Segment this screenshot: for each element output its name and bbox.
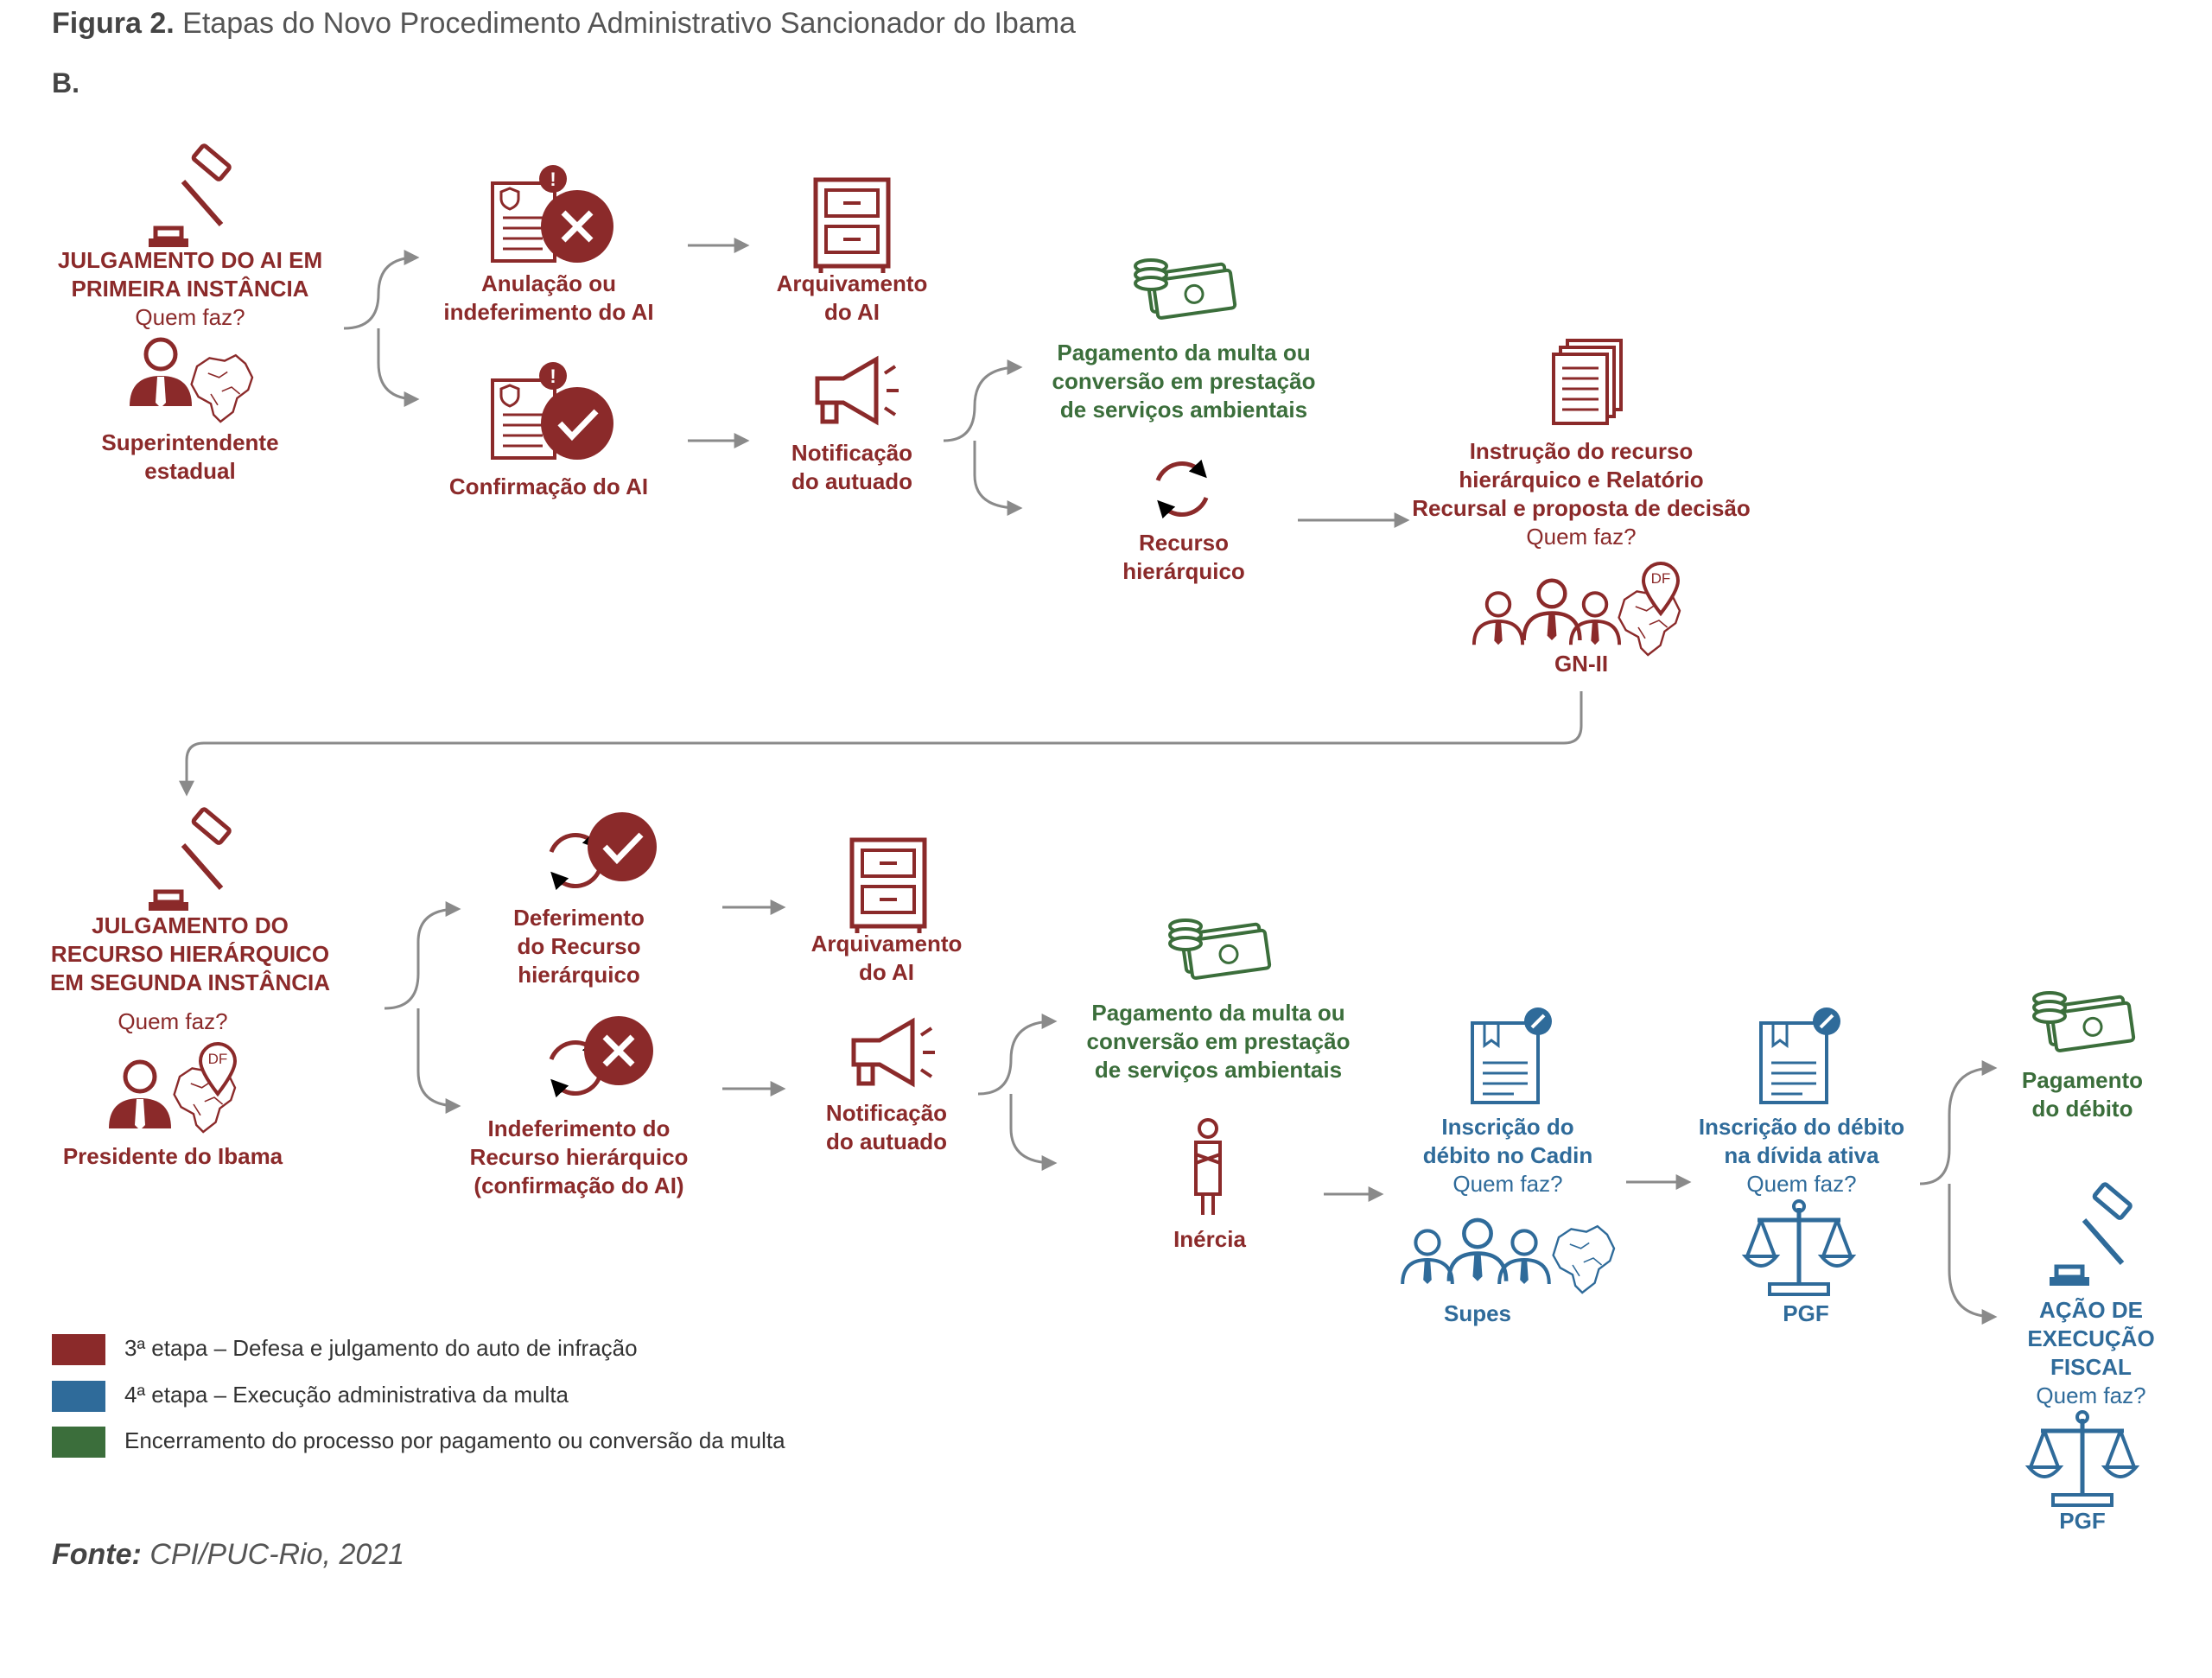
gavel-icon	[2050, 1184, 2131, 1286]
pgf-label: PGF	[1783, 1300, 1829, 1326]
brazil-map-icon	[190, 354, 254, 423]
certificate-edit-icon	[1759, 1006, 1842, 1104]
inertia-person-icon	[1194, 1118, 1222, 1215]
megaphone-icon	[817, 359, 899, 422]
file-cabinet-icon	[816, 180, 888, 273]
figure-title: Figura 2. Etapas do Novo Procedimento Ad…	[52, 7, 1076, 40]
legend-swatch	[52, 1334, 105, 1366]
gavel-icon	[149, 145, 230, 247]
cadin-label: Inscrição do débito no Cadin Quem faz?	[1422, 1114, 1593, 1197]
certificate-edit-icon	[1471, 1006, 1554, 1104]
scale-icon	[2029, 1412, 2136, 1505]
who-label: Quem faz?	[118, 1008, 228, 1034]
person-icon	[130, 340, 192, 408]
supes-label: Supes	[1443, 1300, 1512, 1326]
df-badge: DF	[1650, 570, 1671, 587]
divida-ativa-label: Inscrição do débito na dívida ativa Quem…	[1698, 1114, 1905, 1197]
megaphone-icon	[854, 1021, 935, 1084]
group-person-icon	[1402, 1230, 1452, 1284]
cycle-arrows-icon	[1158, 464, 1206, 515]
money-icon	[1134, 258, 1237, 321]
gavel-icon	[149, 809, 230, 911]
source-note: Fonte: CPI/PUC-Rio, 2021	[52, 1538, 405, 1571]
legend-item: 4ª etapa – Execução administrativa da mu…	[52, 1378, 569, 1413]
documents-stack-icon	[1552, 339, 1623, 425]
pgf-label: PGF	[2059, 1508, 2106, 1534]
connector-lines	[179, 238, 1998, 1325]
file-cabinet-icon	[852, 840, 925, 933]
legend-item: Encerramento do processo por pagamento o…	[52, 1424, 785, 1459]
row2-red-icons	[109, 809, 1222, 1215]
money-icon	[1168, 918, 1272, 982]
brazil-map-icon	[1552, 1224, 1616, 1294]
df-badge: DF	[207, 1051, 228, 1067]
person-icon	[109, 1062, 171, 1130]
figure-part: B.	[52, 67, 79, 99]
row1-red-icons	[130, 145, 1681, 657]
confirmation-label: Confirmação do AI	[448, 474, 649, 499]
check-icon	[541, 387, 613, 460]
gn-ii-label: GN-II	[1554, 651, 1609, 677]
row1-green-icons	[1134, 258, 1237, 321]
group-person-center-icon	[1524, 581, 1580, 640]
money-icon	[2032, 991, 2136, 1054]
ibama-president-label: Presidente do Ibama	[62, 1143, 283, 1169]
group-person-icon	[1471, 591, 1525, 647]
check-icon	[588, 812, 657, 881]
scale-icon	[1745, 1201, 1853, 1294]
inertia-label: Inércia	[1173, 1226, 1246, 1252]
legend-item: 3ª etapa – Defesa e julgamento do auto d…	[52, 1332, 638, 1366]
group-person-center-icon	[1449, 1220, 1506, 1281]
legend-swatch	[52, 1427, 105, 1459]
legend-swatch	[52, 1381, 105, 1413]
